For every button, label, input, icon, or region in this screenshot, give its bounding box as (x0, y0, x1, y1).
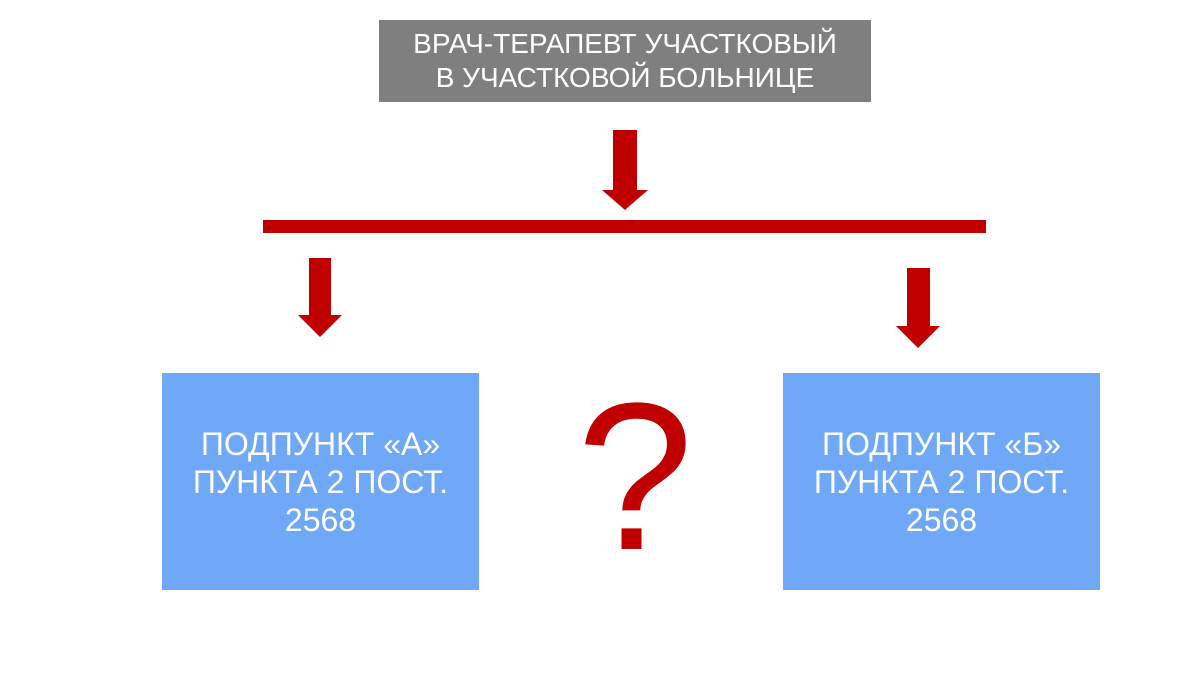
arrow-down-left-icon (298, 258, 342, 337)
option-a-line-1: ПОДПУНКТ «А» (200, 425, 441, 462)
option-a-line-2: ПУНКТА 2 ПОСТ. (192, 463, 449, 500)
option-a-line-3: 2568 (284, 501, 357, 538)
option-b-line-1: ПОДПУНКТ «Б» (822, 425, 1061, 462)
branch-bar (263, 220, 986, 233)
top-role-box: ВРАЧ-ТЕРАПЕВТ УЧАСТКОВЫЙ В УЧАСТКОВОЙ БО… (379, 20, 871, 102)
option-a-box: ПОДПУНКТ «А» ПУНКТА 2 ПОСТ. 2568 (162, 373, 479, 590)
top-role-line-1: ВРАЧ-ТЕРАПЕВТ УЧАСТКОВЫЙ (413, 28, 837, 59)
question-mark-icon: ? (576, 359, 694, 594)
arrow-down-right-icon (896, 268, 940, 348)
option-b-line-2: ПУНКТА 2 ПОСТ. (813, 463, 1070, 500)
option-b-line-3: 2568 (905, 501, 978, 538)
top-role-line-2: В УЧАСТКОВОЙ БОЛЬНИЦЕ (435, 62, 815, 93)
option-b-box: ПОДПУНКТ «Б» ПУНКТА 2 ПОСТ. 2568 (783, 373, 1100, 590)
arrow-down-icon (602, 130, 648, 210)
